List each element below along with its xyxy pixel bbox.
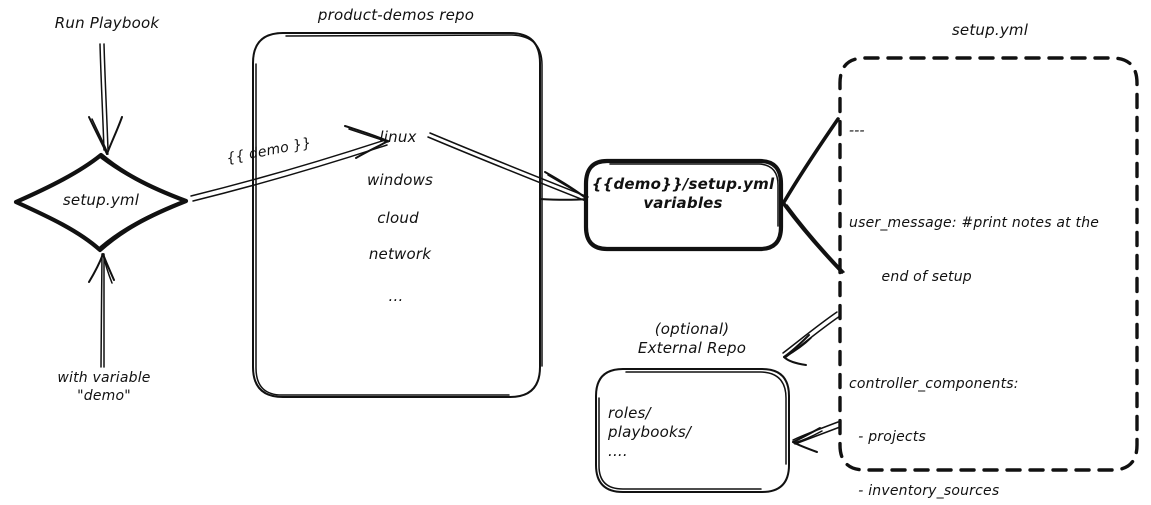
panel-block-user-message-line-2: end of setup — [849, 269, 972, 286]
arrow-linux-to-vars — [427, 132, 589, 202]
panel-block-components-line-3: - inventory_sources — [849, 483, 1000, 500]
external-repo-item-ellipsis: .... — [608, 442, 628, 460]
setup-yml-panel-body: --- user_message: #print notes at the en… — [849, 88, 1135, 505]
repo-item-windows: windows — [366, 171, 434, 189]
product-demos-repo-box — [252, 32, 543, 398]
arrow-run-playbook — [88, 43, 123, 155]
repo-item-linux: linux — [379, 128, 417, 146]
panel-block-user-message-line-1: user_message: #print notes at the — [849, 215, 1100, 232]
run-playbook-label: Run Playbook — [54, 14, 160, 32]
repo-item-cloud: cloud — [377, 209, 419, 227]
panel-block-components-line-1: controller_components: — [849, 375, 1019, 392]
external-repo-item-playbooks: playbooks/ — [608, 423, 692, 441]
repo-item-ellipsis: ... — [388, 287, 404, 305]
panel-block-doc-start: --- — [849, 122, 865, 139]
vars-box-shape — [583, 158, 784, 252]
connector-panel-to-vars — [782, 117, 845, 274]
repo-item-network: network — [368, 245, 432, 263]
arrow-with-variable — [88, 253, 115, 368]
external-repo-title: (optional) External Repo — [637, 320, 747, 358]
with-variable-label: with variable "demo" — [57, 370, 151, 404]
setup-yml-diamond-label: setup.yml — [62, 191, 140, 209]
arrow-panel-to-external-repo-2 — [792, 421, 841, 453]
setup-yml-diamond-shape — [13, 152, 189, 253]
external-repo-item-roles: roles/ — [608, 404, 651, 422]
arrow-panel-to-external-repo-1 — [782, 311, 841, 366]
arrow-demo-to-linux — [190, 125, 389, 202]
vars-box-label: {{demo}}/setup.yml variables — [591, 175, 775, 213]
panel-block-components-line-2: - projects — [849, 429, 926, 446]
external-repo-box — [595, 368, 790, 493]
setup-yml-panel-box — [838, 56, 1139, 472]
product-demos-repo-title: product-demos repo — [317, 6, 475, 24]
setup-yml-panel-title: setup.yml — [951, 21, 1029, 39]
